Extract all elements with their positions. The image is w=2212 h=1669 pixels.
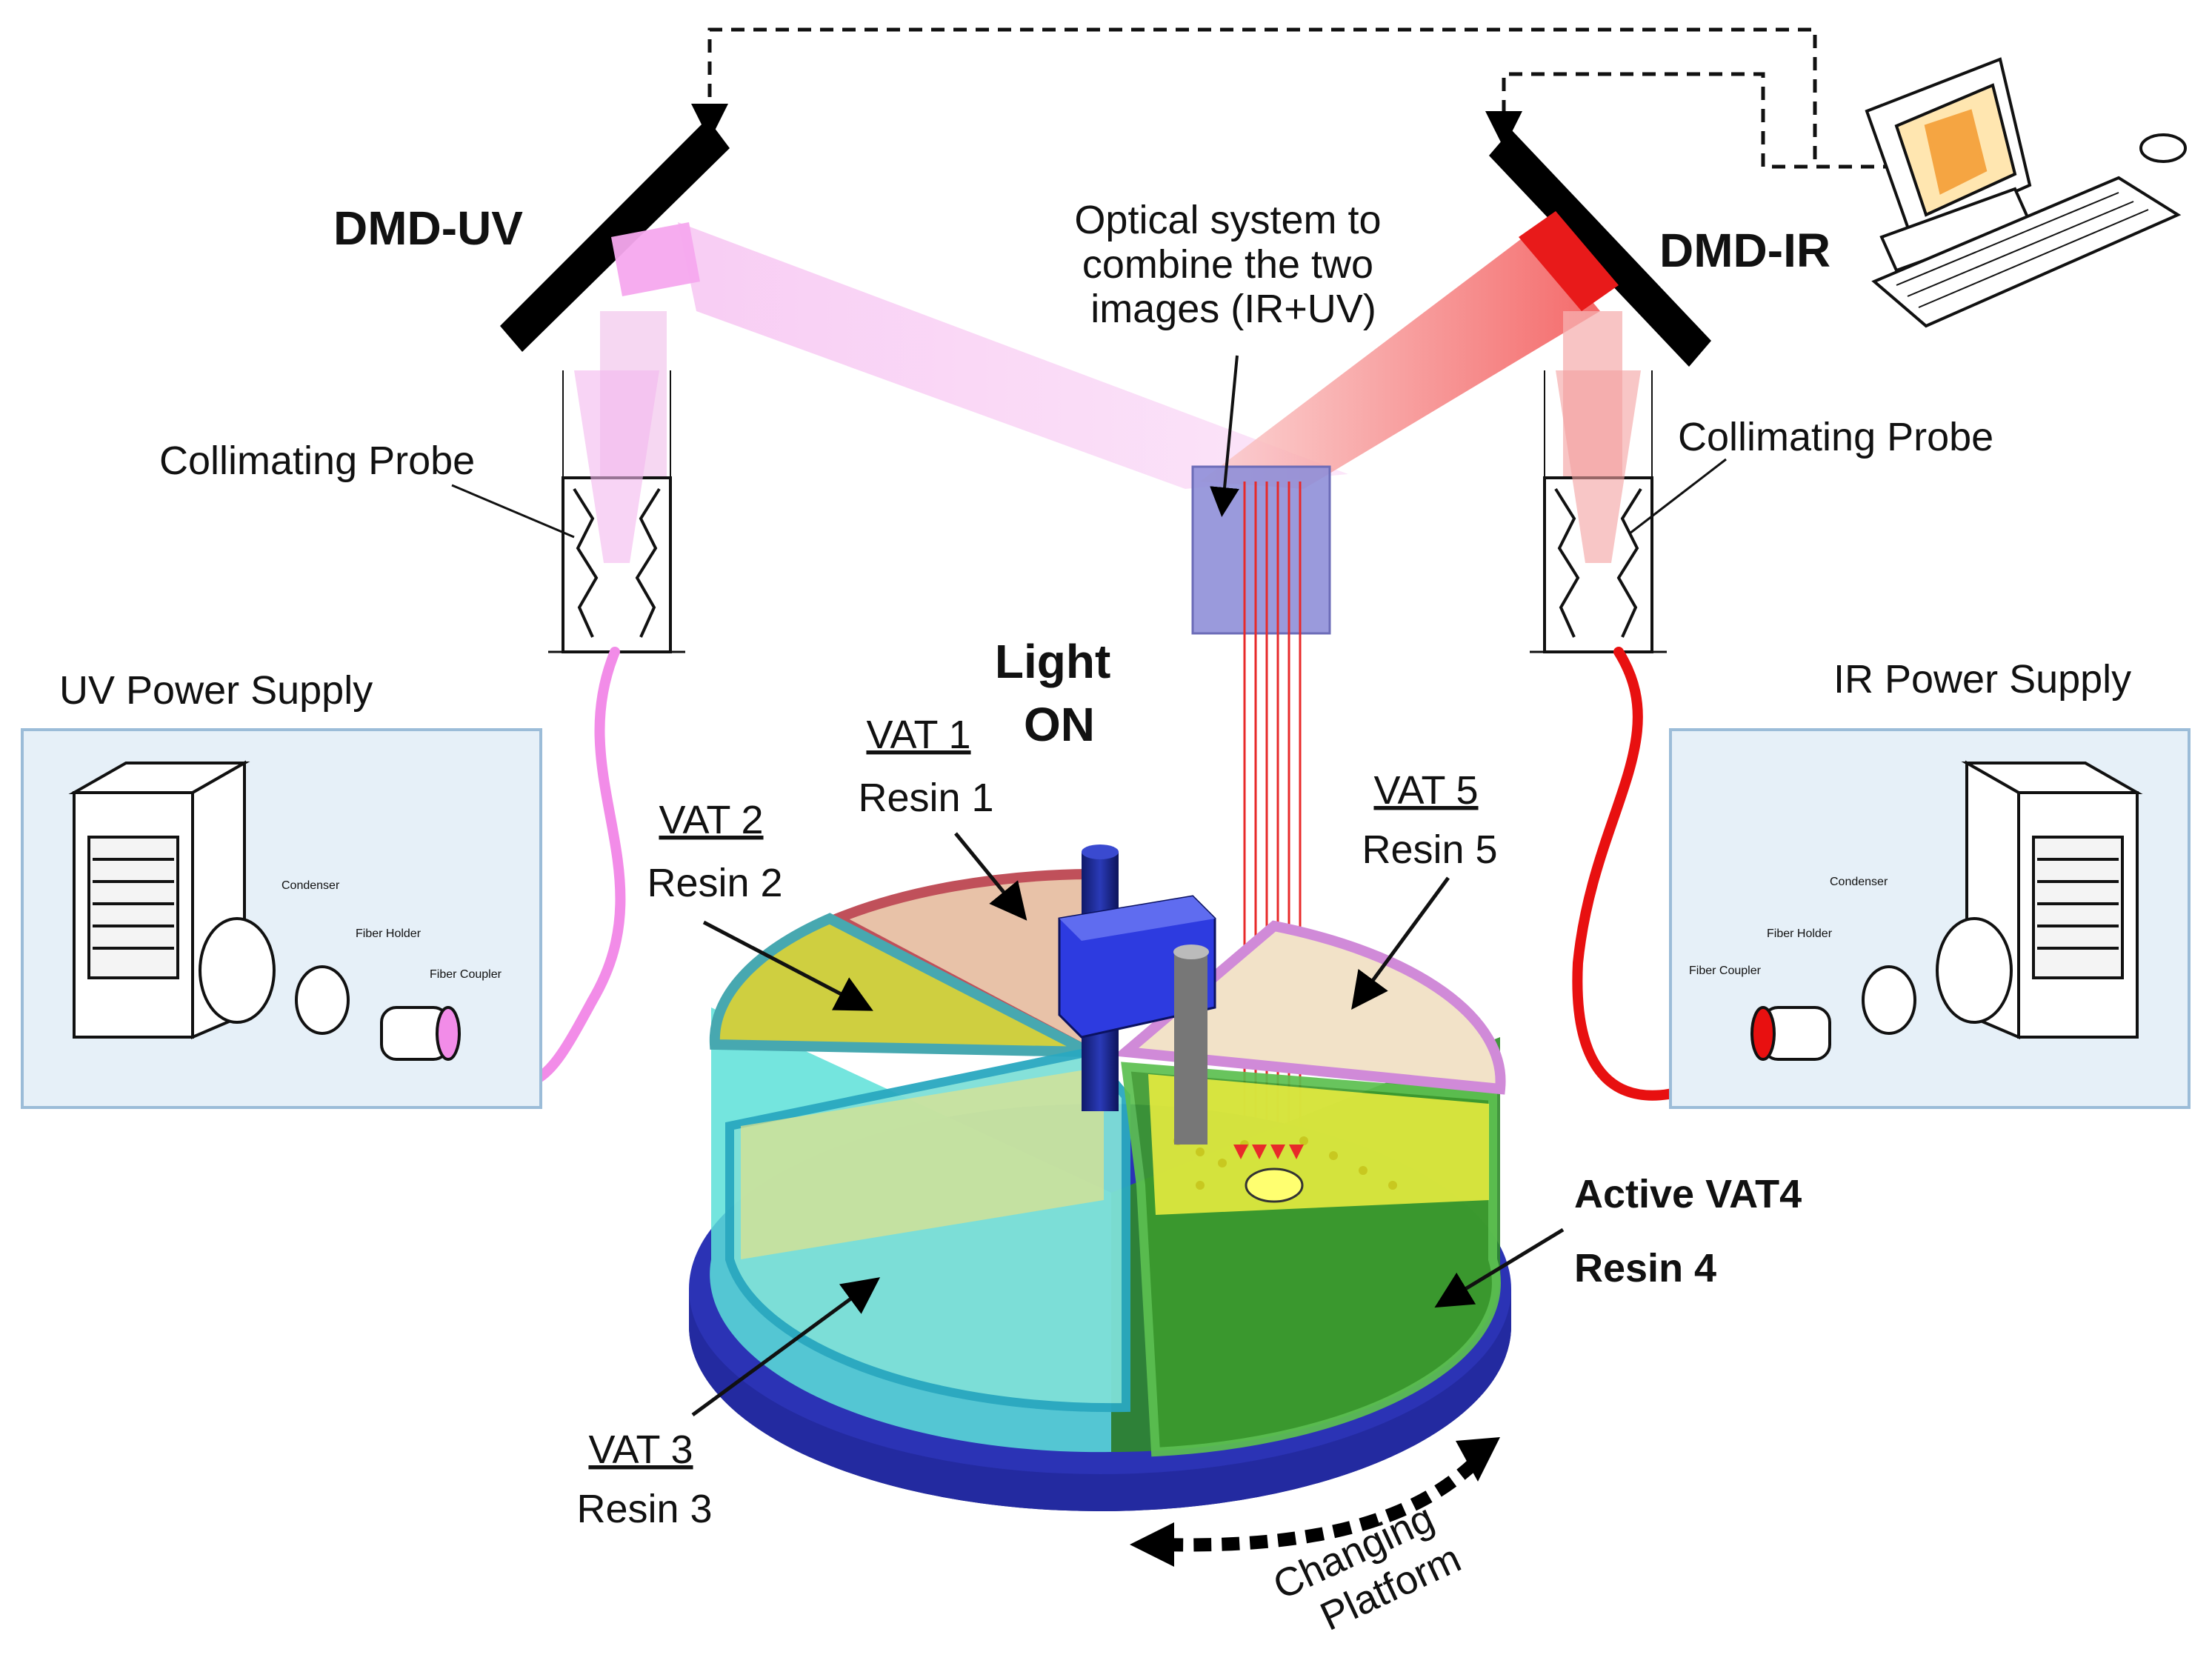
uv-supply-part-labels: Condenser Fiber Holder Fiber Coupler xyxy=(282,879,502,981)
vat3-resin: Resin 3 xyxy=(576,1487,712,1531)
control-lines xyxy=(691,27,1941,169)
vat5-resin: Resin 5 xyxy=(1362,827,1497,872)
vat2-compartment xyxy=(709,913,1092,1057)
ir-power-supply-unit xyxy=(1750,760,2143,1061)
changing-platform-arrow xyxy=(1130,1437,1500,1567)
optical-system-label: Optical system to combine the two images… xyxy=(1074,198,1392,331)
uv-power-supply-label: UV Power Supply xyxy=(59,668,373,713)
vat2-label: VAT 2 Resin 2 xyxy=(647,798,873,1011)
optical-combiner-cube xyxy=(1191,465,1331,635)
vat3-label: VAT 3 Resin 3 xyxy=(576,1277,881,1531)
dmd-ir-mirror xyxy=(1489,130,1711,367)
vat5-label: VAT 5 Resin 5 xyxy=(1351,768,1498,1010)
vat4-name: Active VAT4 xyxy=(1574,1172,1802,1216)
ir-supply-part-labels: Condenser Fiber Holder Fiber Coupler xyxy=(1689,876,1888,977)
optical-system-line3: images (IR+UV) xyxy=(1090,287,1376,331)
vat2-name: VAT 2 xyxy=(659,798,763,842)
vat1-resin: Resin 1 xyxy=(858,776,993,820)
light-on-label: Light ON xyxy=(995,635,1124,751)
dmd-ir-label: DMD-IR xyxy=(1659,224,1830,277)
optical-system-line2: combine the two xyxy=(1082,242,1373,287)
ir-part-condenser: Condenser xyxy=(1830,876,1888,888)
collimating-probe-left-pointer xyxy=(451,484,575,539)
dmd-uv-mirror xyxy=(500,119,730,352)
vat2-resin: Resin 2 xyxy=(647,861,782,905)
collimating-probe-right-pointer xyxy=(1629,458,1727,535)
vat4-resin: Resin 4 xyxy=(1574,1246,1716,1290)
vat-platform xyxy=(689,845,1511,1511)
changing-platform-label: Changing Platform xyxy=(1267,1490,1471,1651)
ir-power-supply-label: IR Power Supply xyxy=(1833,657,2131,702)
vat5-compartment xyxy=(1113,920,1506,1095)
ir-part-fiber-holder: Fiber Holder xyxy=(1767,927,1833,940)
ir-part-fiber-coupler: Fiber Coupler xyxy=(1689,965,1762,977)
collimating-probe-left xyxy=(548,370,685,653)
computer-icon xyxy=(1865,57,2187,328)
dmd-uv-label: DMD-UV xyxy=(333,201,523,255)
vat5-name: VAT 5 xyxy=(1373,768,1478,813)
vat1-name: VAT 1 xyxy=(866,713,970,757)
ir-fiber xyxy=(1572,647,1768,1101)
uv-part-fiber-coupler: Fiber Coupler xyxy=(430,968,502,981)
vat4-label: Active VAT4 Resin 4 xyxy=(1434,1172,1802,1308)
optical-system-pointer xyxy=(1210,355,1239,517)
uv-part-fiber-holder: Fiber Holder xyxy=(356,927,422,940)
uv-part-condenser: Condenser xyxy=(282,879,340,892)
light-on-line2: ON xyxy=(1024,698,1095,751)
light-on-line1: Light xyxy=(995,635,1110,688)
uv-power-supply-unit xyxy=(68,760,461,1061)
collimating-probe-right-label: Collimating Probe xyxy=(1678,415,1993,459)
collimating-probe-left-label: Collimating Probe xyxy=(159,439,475,483)
optical-system-line1: Optical system to xyxy=(1074,198,1381,242)
collimating-probe-right xyxy=(1530,370,1667,653)
vat3-name: VAT 3 xyxy=(588,1428,693,1472)
vat1-label: VAT 1 Resin 1 xyxy=(858,713,1027,921)
